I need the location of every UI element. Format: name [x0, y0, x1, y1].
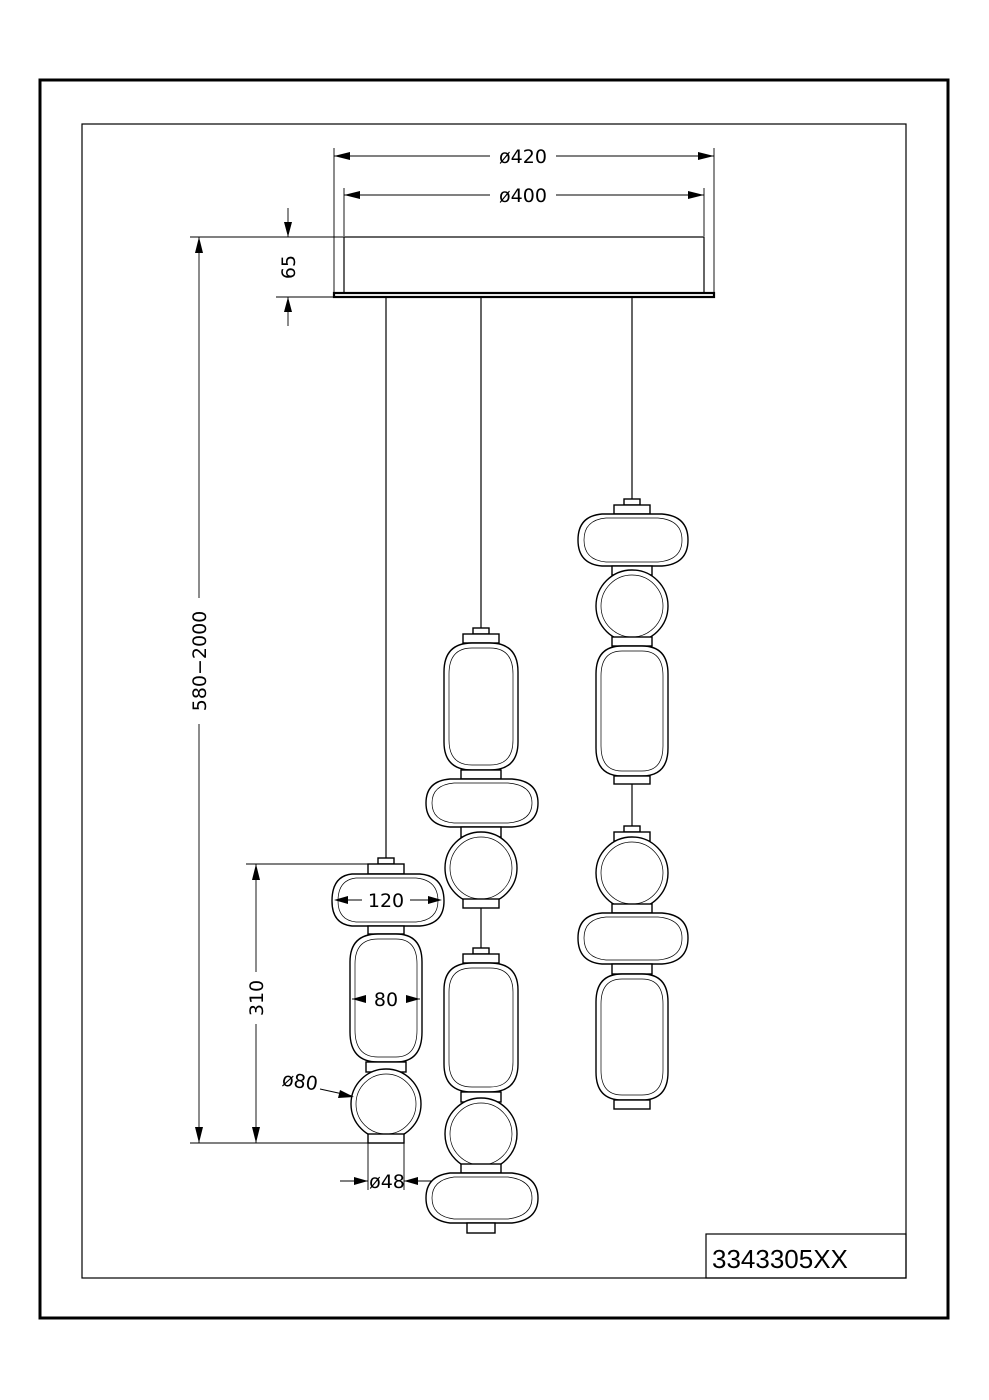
round-bulb-diameter-label: ø80: [281, 1069, 320, 1096]
title-block: 3343305XX: [705, 1233, 907, 1279]
dimension-module-height: 310: [246, 863, 380, 1143]
drop-range-label: 580−2000: [189, 611, 211, 712]
inner-frame: [81, 123, 907, 1279]
outer-diameter-label: ø420: [499, 146, 547, 168]
canopy-height-label: 65: [278, 255, 300, 279]
dimension-outer-diameter: ø420: [333, 146, 715, 296]
outer-frame: [38, 78, 950, 1320]
dimension-round-bulb: ø80: [281, 1069, 354, 1098]
ceiling-canopy: [332, 236, 716, 299]
wide-bulb-width-label: 120: [368, 890, 404, 912]
dimension-drop-range: 580−2000: [189, 236, 368, 1144]
product-code: 3343305XX: [712, 1244, 848, 1274]
pendant-right: [577, 498, 689, 1110]
module-height-label: 310: [246, 980, 268, 1016]
pendant-left: [331, 857, 445, 1144]
tall-bulb-width-label: 80: [374, 989, 398, 1011]
inner-diameter-label: ø400: [499, 185, 547, 207]
dimension-base-cap: ø48: [340, 1143, 432, 1193]
dimension-tall-bulb: 80: [352, 989, 420, 1011]
dimension-wide-bulb: 120: [334, 890, 442, 912]
pendant-middle: [425, 627, 539, 1234]
dimension-inner-diameter: ø400: [343, 185, 705, 236]
base-cap-diameter-label: ø48: [369, 1171, 405, 1193]
